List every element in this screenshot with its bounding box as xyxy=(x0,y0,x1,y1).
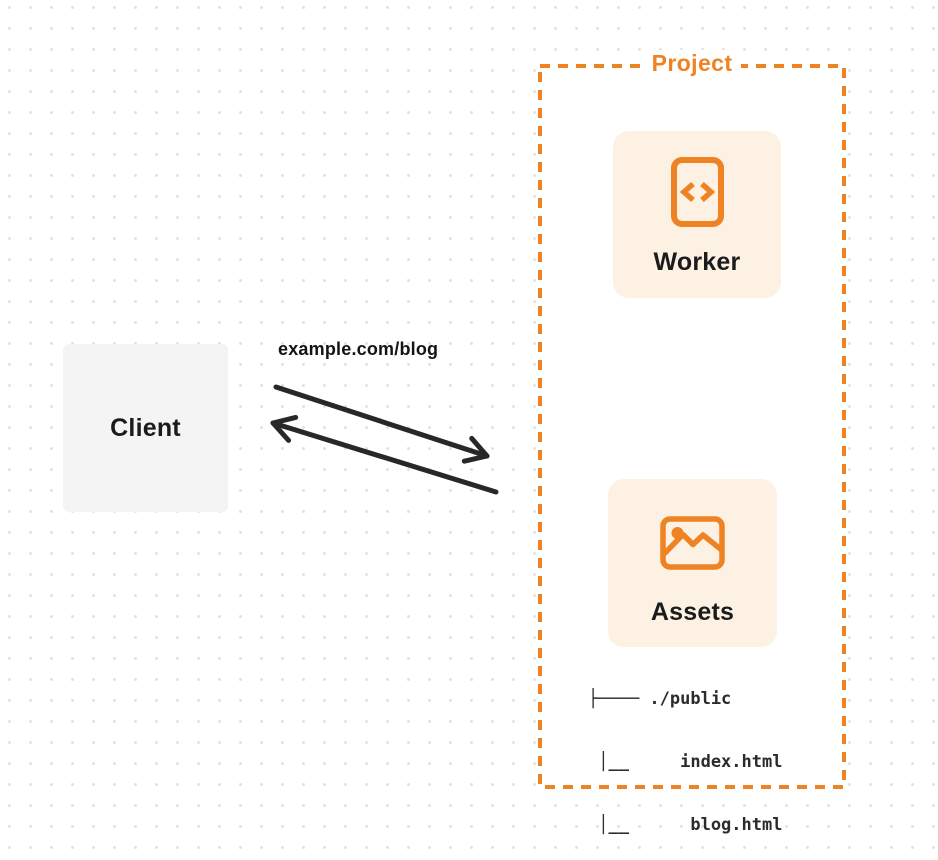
image-icon xyxy=(660,516,725,570)
request-url-label: example.com/blog xyxy=(278,339,439,359)
request-arrow xyxy=(273,384,490,464)
worker-node: Worker xyxy=(613,131,781,298)
code-file-icon xyxy=(670,157,724,227)
assets-node: Assets xyxy=(608,479,777,647)
assets-icon-wrap xyxy=(608,516,777,570)
client-label: Client xyxy=(110,413,181,442)
file-tree-line-index: │__ index.html xyxy=(588,752,783,772)
assets-label: Assets xyxy=(650,598,735,626)
file-tree-line-blog: │__ blog.html xyxy=(588,815,783,835)
client-node: Client xyxy=(63,344,228,512)
project-title-wrap: Project xyxy=(538,50,846,77)
worker-label: Worker xyxy=(653,248,741,276)
worker-icon-wrap xyxy=(613,157,781,227)
response-arrow xyxy=(270,414,499,495)
assets-file-tree: ├──── ./public │__ index.html │__ blog.h… xyxy=(588,647,782,860)
file-tree-line-public: ├──── ./public xyxy=(588,689,732,709)
project-title: Project xyxy=(642,50,742,77)
